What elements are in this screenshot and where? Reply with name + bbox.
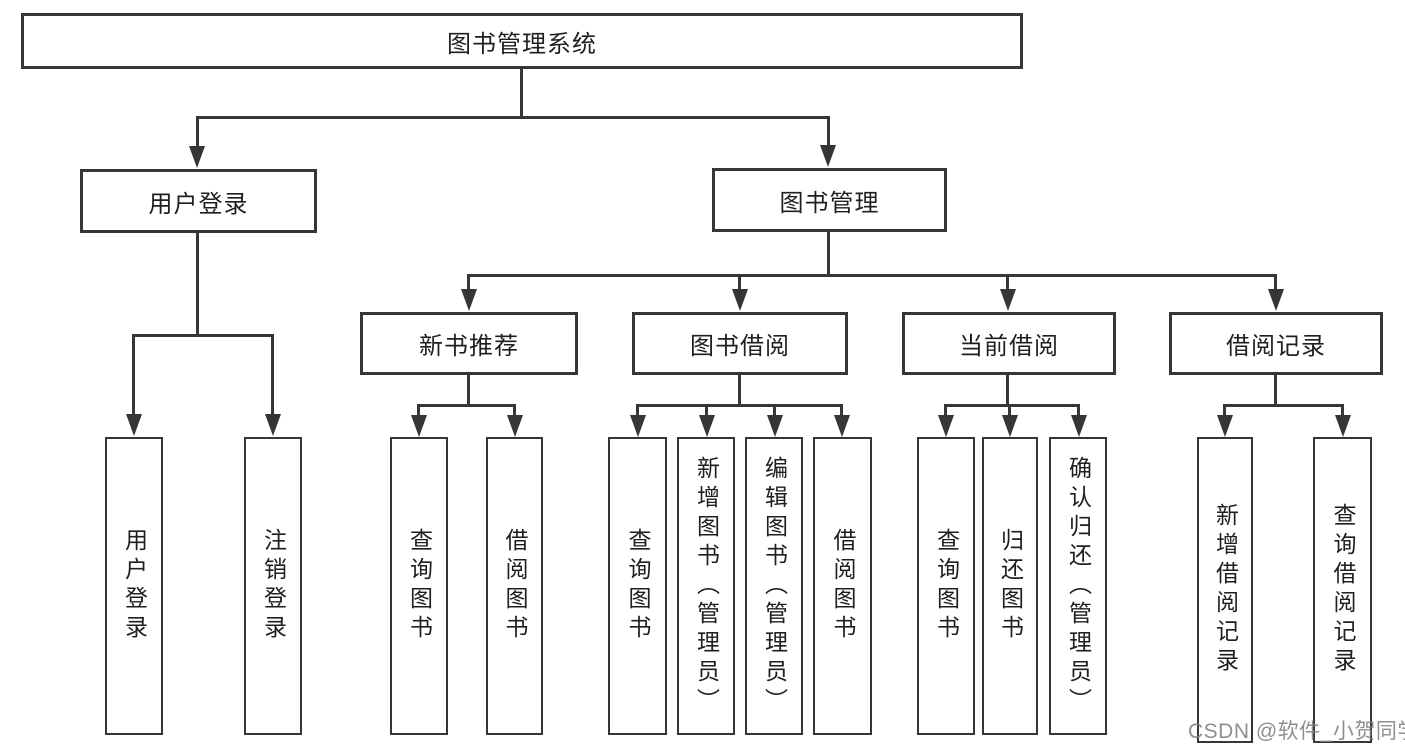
leaf-borrow-books-1: 借阅图书 <box>486 437 543 735</box>
leaf-query-books-2-label: 查询图书 <box>625 528 651 644</box>
leaf-query-books-1-label: 查询图书 <box>406 528 433 644</box>
leaf-confirm-return-admin-label: 确认归还（管理员） <box>1065 455 1092 717</box>
node-new-book-recommend: 新书推荐 <box>360 312 578 375</box>
node-borrow-records: 借阅记录 <box>1169 312 1383 375</box>
connector-vertical <box>738 375 741 407</box>
arrowhead-down-icon <box>834 415 850 437</box>
arrowhead-down-icon <box>1268 289 1284 311</box>
node-book-management: 图书管理 <box>712 168 947 232</box>
arrowhead-down-icon <box>126 414 142 436</box>
connector-drop-level3 <box>467 274 470 291</box>
node-book-borrow-label: 图书借阅 <box>690 333 790 360</box>
connector-drop-leaf <box>132 334 135 416</box>
node-user-login-label: 用户登录 <box>148 190 249 218</box>
node-current-borrow: 当前借阅 <box>902 312 1116 375</box>
connector-drop-leaf <box>1077 404 1080 418</box>
node-book-management-label: 图书管理 <box>779 189 880 217</box>
connector-drop-leaf <box>1341 404 1344 418</box>
arrowhead-down-icon <box>630 415 646 437</box>
connector-user-login-vertical <box>196 233 199 336</box>
connector-drop-leaf <box>840 404 843 418</box>
arrowhead-down-icon <box>189 146 205 168</box>
connector-drop-leaf <box>513 404 516 418</box>
connector-drop-book-management <box>827 116 830 147</box>
leaf-borrow-books-1-label: 借阅图书 <box>502 528 528 644</box>
leaf-borrow-books-2-label: 借阅图书 <box>830 528 856 644</box>
connector-drop-leaf <box>773 404 776 418</box>
leaf-query-books-3-label: 查询图书 <box>933 528 960 644</box>
connector-drop-leaf <box>1008 404 1011 418</box>
connector-drop-leaf <box>705 404 708 418</box>
arrowhead-down-icon <box>1071 415 1087 437</box>
connector-drop-leaf <box>417 404 420 418</box>
connector-horizontal <box>417 404 516 407</box>
connector-drop-level3 <box>1006 274 1009 291</box>
connector-horizontal <box>944 404 1080 407</box>
leaf-user-login-label: 用户登录 <box>121 528 148 644</box>
node-new-book-recommend-label: 新书推荐 <box>419 333 519 360</box>
leaf-borrow-books-2: 借阅图书 <box>813 437 872 735</box>
leaf-query-books-1: 查询图书 <box>390 437 448 735</box>
node-user-login: 用户登录 <box>80 169 317 233</box>
leaf-query-borrow-record: 查询借阅记录 <box>1313 437 1372 743</box>
connector-horizontal <box>636 404 843 407</box>
leaf-return-books-label: 归还图书 <box>997 528 1024 644</box>
connector-drop-leaf <box>944 404 947 418</box>
leaf-logout-label: 注销登录 <box>260 528 287 644</box>
leaf-query-books-2: 查询图书 <box>608 437 667 735</box>
leaf-add-books-admin-label: 新增图书（管理员） <box>693 455 720 717</box>
node-root: 图书管理系统 <box>21 13 1023 69</box>
node-borrow-records-label: 借阅记录 <box>1226 333 1326 360</box>
arrowhead-down-icon <box>1217 415 1233 437</box>
connector-vertical <box>1274 375 1277 407</box>
arrowhead-down-icon <box>1335 415 1351 437</box>
leaf-edit-books-admin-label: 编辑图书（管理员） <box>761 455 788 717</box>
leaf-add-borrow-record-label: 新增借阅记录 <box>1212 503 1239 677</box>
leaf-query-borrow-record-label: 查询借阅记录 <box>1330 503 1356 677</box>
arrowhead-down-icon <box>1002 415 1018 437</box>
connector-user-login-horizontal <box>132 334 274 337</box>
arrowhead-down-icon <box>461 289 477 311</box>
connector-horizontal <box>1223 404 1344 407</box>
arrowhead-down-icon <box>767 415 783 437</box>
leaf-user-login: 用户登录 <box>105 437 163 735</box>
node-book-borrow: 图书借阅 <box>632 312 848 375</box>
watermark: CSDN @软件_小贺同学 <box>1188 720 1405 743</box>
node-root-label: 图书管理系统 <box>447 30 597 58</box>
leaf-add-borrow-record: 新增借阅记录 <box>1197 437 1253 743</box>
connector-drop-leaf <box>636 404 639 418</box>
connector-drop-level3 <box>738 274 741 291</box>
connector-book-management-horizontal <box>467 274 1277 277</box>
arrowhead-down-icon <box>820 145 836 167</box>
leaf-logout: 注销登录 <box>244 437 302 735</box>
connector-root-horizontal <box>197 116 830 119</box>
leaf-edit-books-admin: 编辑图书（管理员） <box>745 437 803 735</box>
connector-book-management-vertical <box>827 232 830 276</box>
connector-drop-user-login <box>196 116 199 147</box>
connector-drop-level3 <box>1274 274 1277 291</box>
connector-root-vertical <box>520 69 523 118</box>
arrowhead-down-icon <box>411 415 427 437</box>
leaf-add-books-admin: 新增图书（管理员） <box>677 437 735 735</box>
leaf-confirm-return-admin: 确认归还（管理员） <box>1049 437 1107 735</box>
node-current-borrow-label: 当前借阅 <box>959 333 1059 360</box>
arrowhead-down-icon <box>938 415 954 437</box>
arrowhead-down-icon <box>732 289 748 311</box>
connector-vertical <box>1006 375 1009 407</box>
arrowhead-down-icon <box>265 414 281 436</box>
arrowhead-down-icon <box>507 415 523 437</box>
connector-drop-leaf <box>1223 404 1226 418</box>
leaf-return-books: 归还图书 <box>982 437 1038 735</box>
leaf-query-books-3: 查询图书 <box>917 437 975 735</box>
arrowhead-down-icon <box>699 415 715 437</box>
connector-vertical <box>467 375 470 407</box>
arrowhead-down-icon <box>1000 289 1016 311</box>
connector-drop-leaf <box>271 334 274 416</box>
